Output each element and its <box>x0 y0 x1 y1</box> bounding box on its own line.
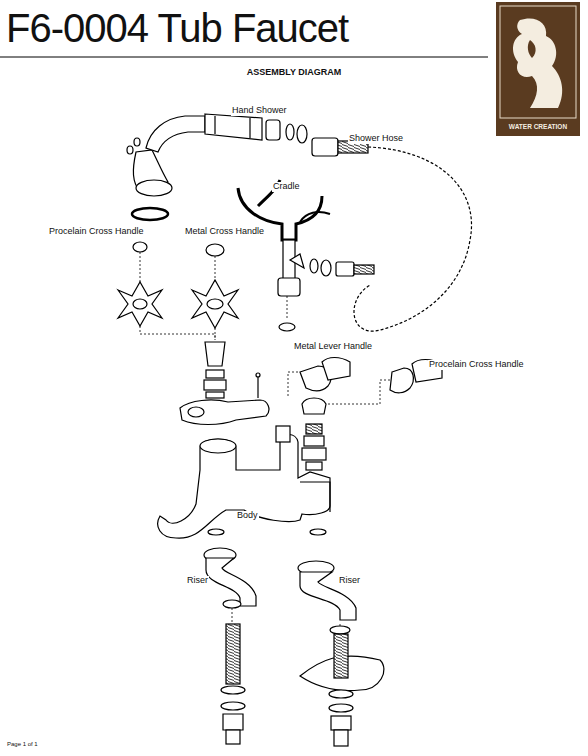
part-label: Procelain Cross Handle <box>428 360 525 370</box>
part-label: Hand Shower <box>231 106 288 116</box>
part-label: Cradle <box>272 182 301 192</box>
subtitle: ASSEMBLY DIAGRAM <box>246 68 343 78</box>
parts <box>118 114 472 746</box>
logo <box>496 2 580 136</box>
page-title: F6-0004 Tub Faucet <box>6 6 348 50</box>
part-label: Shower Hose <box>348 134 404 144</box>
page-number: Page 1 of 1 <box>6 741 39 748</box>
part-label: Riser <box>338 576 361 586</box>
part-label: Procelain Cross Handle <box>48 227 145 237</box>
part-label: Riser <box>186 576 209 586</box>
logo-text: WATER CREATION <box>508 123 568 130</box>
title-rule <box>0 57 488 58</box>
part-label: Metal Cross Handle <box>184 227 265 237</box>
part-label: Metal Lever Handle <box>293 342 373 352</box>
guide-lines <box>140 252 390 626</box>
part-label: Body <box>236 511 259 521</box>
